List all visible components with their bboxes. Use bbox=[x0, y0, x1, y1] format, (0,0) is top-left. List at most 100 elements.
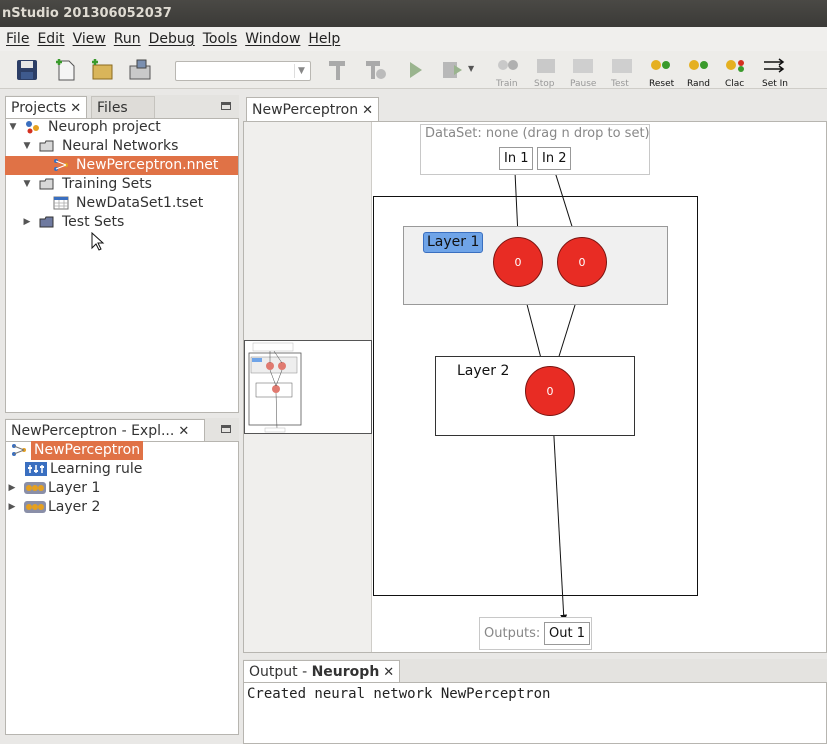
reset-icon[interactable]: Reset bbox=[648, 57, 674, 89]
menu-run[interactable]: Run bbox=[113, 31, 141, 47]
layer-1-label[interactable]: Layer 1 bbox=[423, 232, 484, 253]
collapse-icon[interactable]: ▶ bbox=[23, 217, 31, 227]
layer-icon bbox=[24, 481, 46, 495]
learning-rule-icon bbox=[25, 462, 47, 476]
network-file-icon bbox=[11, 443, 27, 457]
menu-debug[interactable]: Debug bbox=[148, 31, 195, 47]
clean-build-icon bbox=[362, 57, 388, 83]
test-label: Test bbox=[611, 79, 629, 89]
debug-dropdown-icon[interactable]: ▼ bbox=[468, 64, 475, 73]
tree-item-neural-networks[interactable]: Neural Networks bbox=[62, 138, 179, 154]
neuron-l2-1[interactable]: 0 bbox=[525, 366, 575, 416]
calculate-icon[interactable]: Clac bbox=[723, 57, 749, 89]
output-tabbar: Output - Neuroph✕ bbox=[243, 659, 827, 683]
network-file-icon bbox=[53, 158, 69, 172]
explorer-item-learning-rule[interactable]: Learning rule bbox=[50, 461, 143, 477]
debug-icon bbox=[440, 57, 466, 83]
explorer-item-network[interactable]: NewPerceptron bbox=[31, 441, 144, 460]
menu-edit[interactable]: Edit bbox=[37, 31, 65, 47]
tab-files-label: Files bbox=[97, 100, 128, 116]
expand-icon[interactable]: ▼ bbox=[9, 122, 17, 132]
chevron-down-icon[interactable]: ▼ bbox=[294, 64, 308, 78]
run-icon bbox=[402, 57, 428, 83]
tab-output-prefix: Output - bbox=[249, 664, 312, 680]
pause-icon: Pause bbox=[570, 57, 596, 89]
save-icon[interactable] bbox=[14, 57, 40, 83]
set-in-label: Set In bbox=[762, 79, 788, 89]
explorer-tabbar: NewPerceptron - Expl...✕ bbox=[5, 418, 239, 442]
tree-item-training-file[interactable]: NewDataSet1.tset bbox=[76, 195, 204, 211]
navigator-thumbnail[interactable] bbox=[244, 340, 372, 434]
menu-view[interactable]: View bbox=[72, 31, 106, 47]
project-icon bbox=[25, 120, 41, 134]
train-icon: Train bbox=[496, 57, 522, 89]
tab-editor-label: NewPerceptron bbox=[252, 102, 359, 118]
menu-window[interactable]: Window bbox=[245, 31, 301, 47]
neuron-l1-1[interactable]: 0 bbox=[493, 237, 543, 287]
pause-label: Pause bbox=[570, 79, 597, 89]
output-neuron-1[interactable]: Out 1 bbox=[544, 622, 590, 645]
reset-label: Reset bbox=[649, 79, 675, 89]
arrow-in1-n1 bbox=[514, 171, 522, 237]
tree-item-test-sets[interactable]: Test Sets bbox=[62, 214, 125, 230]
new-project-icon[interactable] bbox=[89, 57, 115, 83]
input-neuron-2[interactable]: In 2 bbox=[537, 147, 572, 170]
folder-icon bbox=[39, 215, 55, 229]
tab-projects-label: Projects bbox=[11, 100, 67, 116]
expand-icon[interactable]: ▼ bbox=[23, 141, 31, 151]
tree-item-project[interactable]: Neuroph project bbox=[48, 119, 161, 135]
train-label: Train bbox=[496, 79, 518, 89]
layer-icon bbox=[24, 500, 46, 514]
tab-projects[interactable]: Projects✕ bbox=[5, 96, 88, 118]
close-icon[interactable]: ✕ bbox=[70, 101, 82, 116]
input-neuron-1[interactable]: In 1 bbox=[499, 147, 534, 170]
close-icon[interactable]: ✕ bbox=[178, 424, 190, 439]
tab-editor[interactable]: NewPerceptron✕ bbox=[246, 97, 380, 121]
clac-label: Clac bbox=[725, 79, 745, 89]
tree-item-training-sets[interactable]: Training Sets bbox=[62, 176, 152, 192]
dataset-box[interactable]: DataSet: none (drag n drop to set) bbox=[420, 124, 650, 175]
expand-icon[interactable]: ▼ bbox=[23, 179, 31, 189]
outputs-label: Outputs: bbox=[484, 626, 541, 641]
dataset-label: DataSet: none (drag n drop to set) bbox=[425, 126, 650, 141]
menu-tools[interactable]: Tools bbox=[202, 31, 238, 47]
toolbar: ▼ Train Stop Pause Test Reset Rand Clac … bbox=[0, 51, 827, 89]
new-file-icon[interactable] bbox=[53, 57, 79, 83]
arrow-n3-out bbox=[552, 418, 568, 622]
close-icon[interactable]: ✕ bbox=[362, 103, 374, 118]
menu-bar: File Edit View Run Debug Tools Window He… bbox=[0, 27, 827, 51]
neuron-l1-2[interactable]: 0 bbox=[557, 237, 607, 287]
configuration-combo[interactable]: ▼ bbox=[175, 61, 311, 81]
mouse-cursor-icon bbox=[91, 231, 105, 256]
stop-label: Stop bbox=[534, 79, 555, 89]
rand-label: Rand bbox=[687, 79, 710, 89]
output-message: Created neural network NewPerceptron bbox=[247, 686, 551, 702]
tab-files[interactable]: Files bbox=[91, 96, 155, 118]
close-icon[interactable]: ✕ bbox=[383, 665, 395, 680]
folder-icon bbox=[39, 139, 55, 153]
tree-item-selected-row[interactable] bbox=[5, 156, 238, 175]
menu-file[interactable]: File bbox=[6, 31, 30, 47]
collapse-icon[interactable]: ▶ bbox=[8, 502, 16, 512]
network-container[interactable] bbox=[373, 196, 698, 596]
folder-icon bbox=[39, 177, 55, 191]
randomize-icon[interactable]: Rand bbox=[686, 57, 712, 89]
tree-item-network-file[interactable]: NewPerceptron.nnet bbox=[76, 157, 219, 173]
minimize-icon[interactable] bbox=[221, 425, 231, 433]
dataset-file-icon bbox=[53, 196, 69, 210]
tab-output-name: Neuroph bbox=[311, 664, 380, 680]
editor-tabbar: NewPerceptron✕ bbox=[243, 95, 827, 121]
collapse-icon[interactable]: ▶ bbox=[8, 483, 16, 493]
tab-output[interactable]: Output - Neuroph✕ bbox=[243, 660, 401, 682]
minimize-icon[interactable] bbox=[221, 102, 231, 110]
explorer-item-layer-2[interactable]: Layer 2 bbox=[48, 499, 101, 515]
projects-tabbar: Projects✕ Files bbox=[5, 95, 239, 119]
test-icon: Test bbox=[609, 57, 635, 89]
explorer-item-layer-1[interactable]: Layer 1 bbox=[48, 480, 101, 496]
open-project-icon[interactable] bbox=[127, 57, 153, 83]
set-input-icon[interactable]: Set In bbox=[761, 57, 788, 89]
output-panel[interactable] bbox=[243, 682, 827, 744]
stop-icon: Stop bbox=[533, 57, 559, 89]
tab-explorer[interactable]: NewPerceptron - Expl...✕ bbox=[5, 419, 205, 441]
menu-help[interactable]: Help bbox=[308, 31, 341, 47]
